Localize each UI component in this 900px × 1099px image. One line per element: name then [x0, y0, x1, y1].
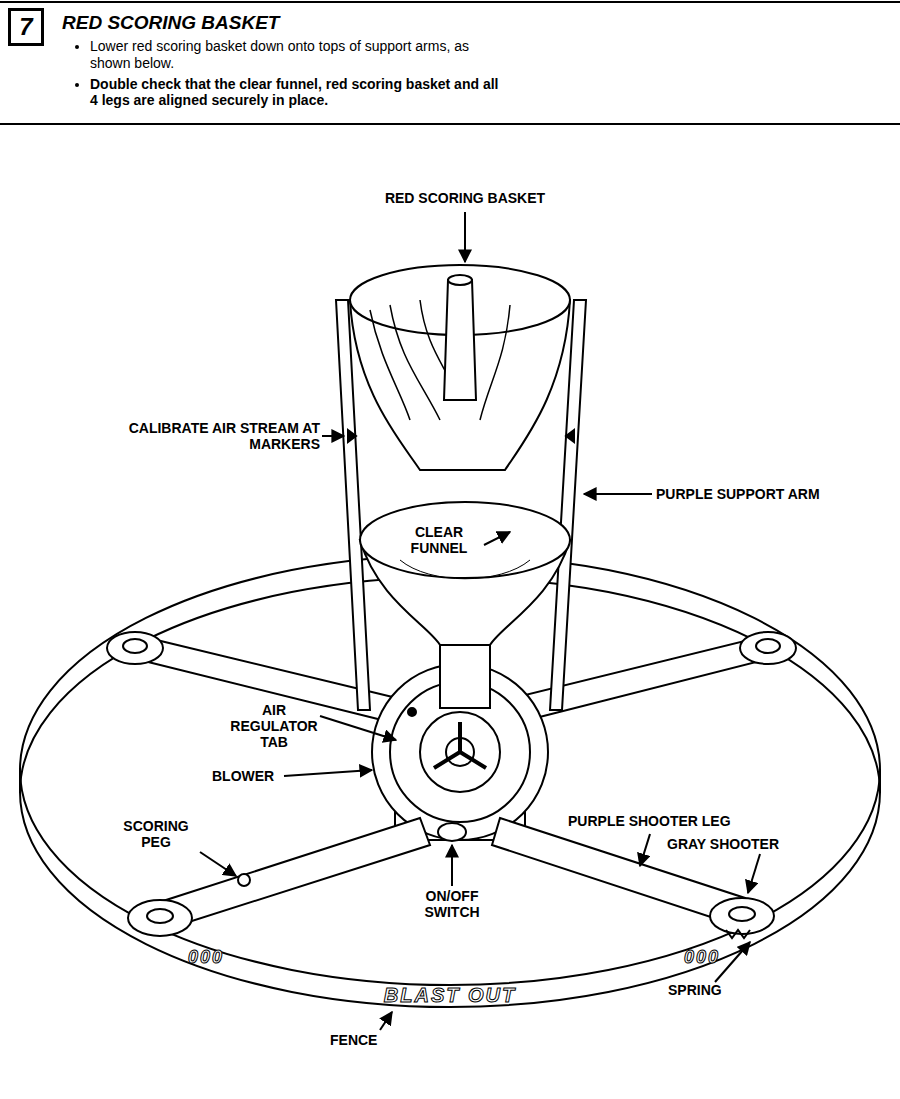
- header-rules: [0, 2, 900, 124]
- instruction-text: Lower red scoring basket down onto tops …: [90, 38, 510, 72]
- instruction-list: Lower red scoring basket down onto tops …: [72, 38, 510, 113]
- leader-arrows: [200, 212, 760, 1030]
- part-label: ON/OFF SWITCH: [405, 888, 499, 920]
- step-number: 7: [19, 13, 32, 41]
- part-label: CLEAR FUNNEL: [395, 524, 483, 556]
- part-label: RED SCORING BASKET: [370, 190, 560, 206]
- step-number-box: 7: [8, 8, 44, 46]
- part-label: SPRING: [668, 982, 748, 998]
- part-label: SCORING PEG: [108, 818, 204, 850]
- part-label: CALIBRATE AIR STREAM AT MARKERS: [110, 420, 320, 452]
- fence-print: BLAST OUT: [330, 985, 570, 1005]
- part-label: FENCE: [330, 1032, 410, 1048]
- section-title: RED SCORING BASKET: [62, 12, 279, 34]
- fence-print: 000: [176, 948, 236, 966]
- part-label: PURPLE SUPPORT ARM: [656, 486, 876, 502]
- fence-print: 000: [672, 948, 732, 966]
- part-label: AIR REGULATOR TAB: [228, 702, 320, 750]
- instruction-text: Double check that the clear funnel, red …: [90, 76, 510, 110]
- toy-drawing: [20, 265, 880, 1007]
- part-label: BLOWER: [212, 768, 284, 784]
- part-label: PURPLE SHOOTER LEG: [568, 813, 768, 829]
- part-label: GRAY SHOOTER: [667, 836, 817, 852]
